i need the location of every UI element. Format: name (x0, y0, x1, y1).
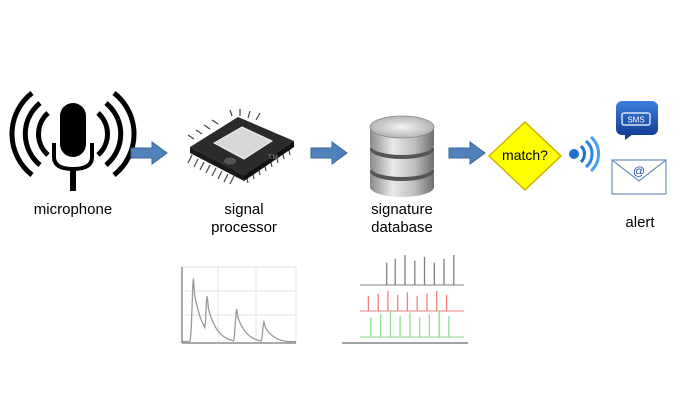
flow-arrow-3 (448, 141, 486, 165)
email-envelope-icon: @ (611, 159, 667, 195)
decision-diamond (487, 120, 563, 192)
chip-marking: T.M (268, 155, 278, 161)
email-envelope: @ (611, 159, 667, 195)
email-at-symbol: @ (633, 164, 645, 178)
alert-label: alert (625, 214, 655, 231)
signature-database-stage (368, 113, 436, 199)
wireless-signal-icon (569, 135, 601, 173)
signal-processor-label: signal processor (184, 201, 304, 237)
spectrum-curve (182, 278, 296, 343)
spectrum-plot-svg (181, 266, 297, 344)
flow-arrow-1 (130, 141, 168, 165)
database-icon (369, 115, 435, 197)
signature-plot-svg (342, 255, 468, 344)
signal-processor-label-line1: signal (224, 201, 264, 218)
microphone-stage (9, 85, 137, 200)
sms-text: SMS (627, 116, 644, 125)
sms-bubble-icon: SMS (616, 101, 658, 140)
microphone-icon (9, 91, 137, 191)
signature-database-label-line2: database (371, 219, 433, 236)
signal-processor-label-line2: processor (211, 219, 277, 236)
spectrum-plot (178, 263, 300, 347)
wireless-signal (567, 135, 601, 173)
signal-processor-stage: T.M (180, 103, 300, 188)
sms-bubble: SMS (615, 100, 659, 140)
microphone-label: microphone (33, 201, 113, 218)
match-decision: match? (487, 120, 563, 192)
decision-label: match? (502, 147, 548, 163)
processor-chip-icon: T.M (187, 109, 294, 185)
signature-database-label: signature database (342, 201, 462, 237)
signature-plot (340, 253, 470, 347)
signature-database-label-line1: signature (371, 201, 433, 218)
flow-arrow-2 (310, 141, 348, 165)
